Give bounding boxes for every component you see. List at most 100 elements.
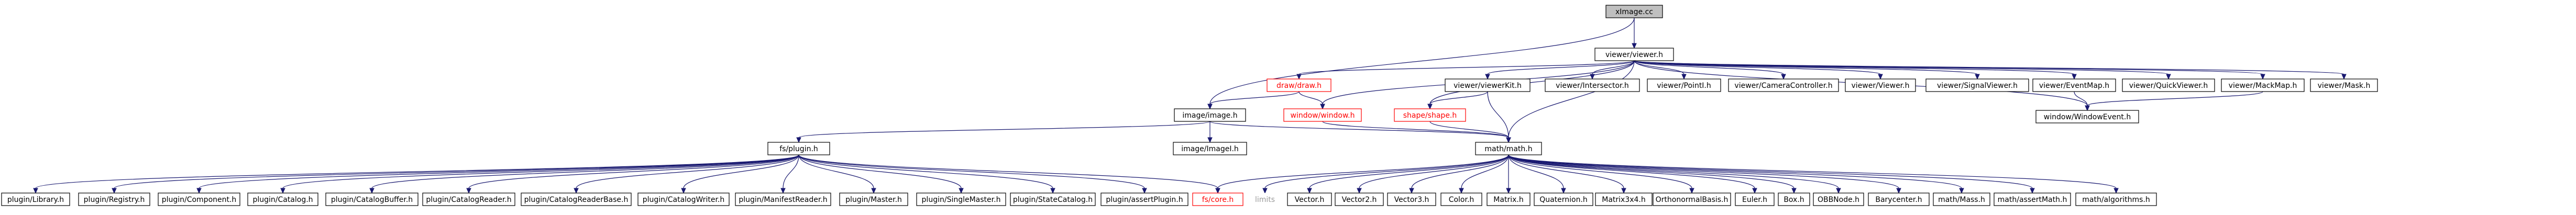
edge-line [1508,154,1839,189]
edge-arrowhead [33,188,38,194]
graph-node-OBBNode-h[interactable]: OBBNode.h [1813,193,1864,206]
graph-node-plugin-CatalogReaderBase-h[interactable]: plugin/CatalogReaderBase.h [521,193,632,206]
graph-node-image-image-h[interactable]: image/image.h [1174,108,1246,122]
edge-arrowhead [1681,74,1687,80]
graph-node-viewer-Viewer-h[interactable]: viewer/Viewer.h [1845,78,1916,92]
edge-arrowhead [1459,188,1464,194]
graph-node-Vector3-h[interactable]: Vector3.h [1387,193,1436,206]
graph-node-math-math-h[interactable]: math/math.h [1475,142,1542,155]
graph-node-Matrix3x4-h[interactable]: Matrix3x4.h [1595,193,1653,206]
edge-fsplugin-to-pmanifest [780,154,799,194]
edge-draw-to-image [1207,91,1300,110]
graph-node-viewer-SignalViewer-h[interactable]: viewer/SignalViewer.h [1925,78,2029,92]
graph-node-image-ImageI-h[interactable]: image/ImageI.h [1173,142,1247,155]
edge-arrowhead [2166,74,2171,80]
graph-node-Vector2-h[interactable]: Vector2.h [1335,193,1384,206]
edge-math-to-mathmass [1508,154,1964,194]
edge-fsplugin-to-pcatreadbase [574,154,799,194]
graph-node-limits[interactable]: limits [1248,193,1282,206]
edge-arrowhead [2072,74,2077,80]
graph-node-window-WindowEvent-h[interactable]: window/WindowEvent.h [2035,110,2139,123]
edge-math-to-barycenter [1508,154,1901,194]
graph-node-Euler-h[interactable]: Euler.h [1735,193,1775,206]
edge-arrowhead [1878,74,1883,80]
edge-arrowhead [280,188,285,194]
edge-arrowhead [2341,74,2347,80]
graph-node-plugin-Registry-h[interactable]: plugin/Registry.h [78,193,150,206]
edge-arrowhead [196,188,202,194]
graph-node-plugin-CatalogWriter-h[interactable]: plugin/CatalogWriter.h [637,193,730,206]
graph-node-plugin-ManifestReader-h[interactable]: plugin/ManifestReader.h [735,193,831,206]
edge-arrowhead [1357,188,1362,194]
graph-node-Color-h[interactable]: Color.h [1440,193,1482,206]
graph-node-plugin-CatalogReader-h[interactable]: plugin/CatalogReader.h [422,193,515,206]
edge-viewer-to-maskh [1634,60,2347,80]
edge-arrowhead [2113,188,2119,194]
svg-text:fs/core.h: fs/core.h [1202,196,1234,204]
svg-text:plugin/assertPlugin.h: plugin/assertPlugin.h [1106,196,1183,204]
graph-node-fs-plugin-h[interactable]: fs/plugin.h [767,142,830,155]
graph-node-viewer-Intersector-h[interactable]: viewer/Intersector.h [1545,78,1640,92]
edge-fsplugin-to-fscore [798,154,1220,194]
svg-text:image/image.h: image/image.h [1182,111,1237,120]
graph-node-Quaternion-h[interactable]: Quaternion.h [1534,193,1593,206]
edge-arrowhead [369,188,375,194]
edge-line [683,154,799,189]
svg-text:Barycenter.h: Barycenter.h [1875,196,1922,204]
svg-text:window/window.h: window/window.h [1291,111,1355,120]
edge-viewer-to-math [1506,60,1635,143]
graph-node-math-Mass-h[interactable]: math/Mass.h [1933,193,1990,206]
svg-text:draw/draw.h: draw/draw.h [1276,82,1322,90]
graph-node-Matrix-h[interactable]: Matrix.h [1487,193,1531,206]
graph-node-viewer-QuickViewer-h[interactable]: viewer/QuickViewer.h [2122,78,2215,92]
graph-node-fs-core-h[interactable]: fs/core.h [1192,193,1243,206]
graph-node-shape-shape-h[interactable]: shape/shape.h [1394,108,1466,122]
graph-node-viewer-PointI-h[interactable]: viewer/PointI.h [1647,78,1721,92]
graph-node-plugin-StateCatalog-h[interactable]: plugin/StateCatalog.h [1010,193,1096,206]
graph-node-Barycenter-h[interactable]: Barycenter.h [1868,193,1930,206]
svg-text:viewer/PointI.h: viewer/PointI.h [1657,82,1711,90]
edge-fsplugin-to-pmaster [798,154,876,194]
edge-line [1429,121,1509,138]
edge-arrowhead [1752,188,1757,194]
edge-math-to-ortho [1508,154,1694,194]
graph-node-plugin-Library-h[interactable]: plugin/Library.h [1,193,70,206]
edge-fsplugin-to-pcomp [196,154,799,194]
edge-line [1508,154,1795,189]
graph-node-plugin-Component-h[interactable]: plugin/Component.h [158,193,240,206]
graph-node-viewer-CameraController-h[interactable]: viewer/CameraController.h [1728,78,1839,92]
graph-node-viewer-viewerKit-h[interactable]: viewer/viewerKit.h [1445,78,1531,92]
graph-node-Box-h[interactable]: Box.h [1778,193,1810,206]
edge-line [798,154,1053,189]
edge-line [1508,154,2033,189]
edge-line [1209,17,1635,105]
svg-text:viewer/EventMap.h: viewer/EventMap.h [2039,82,2109,90]
edge-line [1508,154,1899,189]
graph-node-xImage-cc[interactable]: xImage.cc [1605,5,1663,18]
svg-text:viewer/viewer.h: viewer/viewer.h [1605,51,1663,59]
edge-line [1309,154,1509,189]
graph-node-math-algorithms-h[interactable]: math/algorithms.h [2075,193,2157,206]
graph-node-OrthonormalBasis-h[interactable]: OrthonormalBasis.h [1653,193,1731,206]
edge-image-to-imagei [1207,121,1213,143]
graph-node-plugin-SingleMaster-h[interactable]: plugin/SingleMaster.h [916,193,1006,206]
graph-node-plugin-assertPlugin-h[interactable]: plugin/assertPlugin.h [1100,193,1188,206]
svg-text:plugin/CatalogReaderBase.h: plugin/CatalogReaderBase.h [524,196,629,204]
graph-node-window-window-h[interactable]: window/window.h [1283,108,1362,122]
graph-node-Vector-h[interactable]: Vector.h [1287,193,1332,206]
graph-node-viewer-viewer-h[interactable]: viewer/viewer.h [1594,48,1674,61]
graph-node-math-assertMath-h[interactable]: math/assertMath.h [1994,193,2071,206]
graph-node-draw-draw-h[interactable]: draw/draw.h [1267,78,1331,92]
edge-arrowhead [1207,137,1213,143]
edge-line [199,154,799,189]
graph-node-plugin-Catalog-h[interactable]: plugin/Catalog.h [247,193,318,206]
graph-node-viewer-MackMap-h[interactable]: viewer/MackMap.h [2221,78,2305,92]
graph-node-plugin-Master-h[interactable]: plugin/Master.h [839,193,908,206]
graph-node-viewer-Mask-h[interactable]: viewer/Mask.h [2310,78,2378,92]
svg-text:plugin/Component.h: plugin/Component.h [162,196,237,204]
graph-node-viewer-EventMap-h[interactable]: viewer/EventMap.h [2032,78,2116,92]
graph-node-plugin-CatalogBuffer-h[interactable]: plugin/CatalogBuffer.h [325,193,419,206]
edge-viewer-to-mackmap [1634,60,2265,80]
edge-line [468,154,799,189]
edge-line [1508,154,1692,189]
